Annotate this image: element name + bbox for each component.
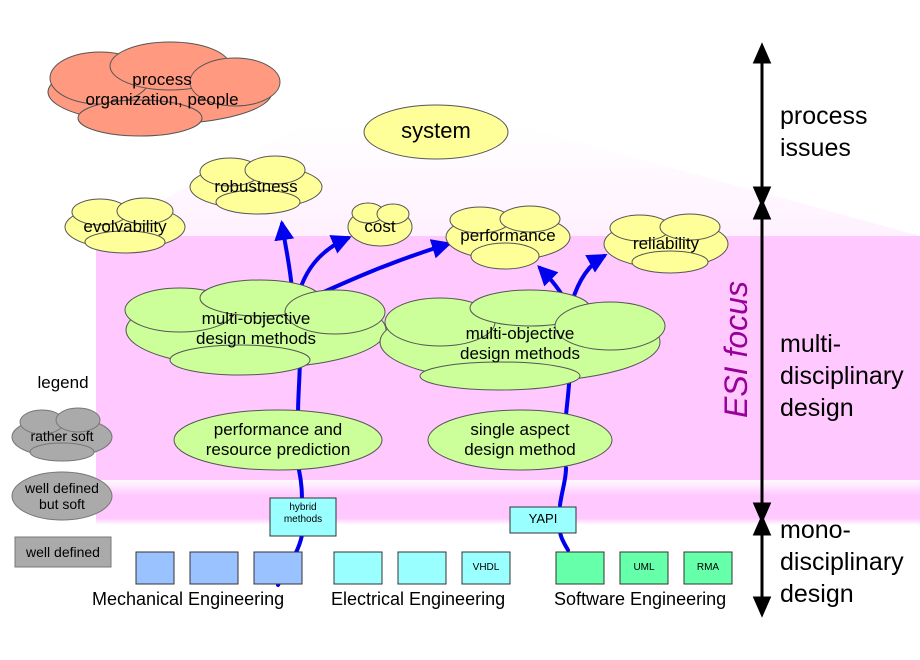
label-monodisciplinary-design: mono- disciplinary design	[780, 516, 904, 608]
legend-well-defined-box	[14, 536, 112, 568]
label-evolvability: evolvability	[83, 217, 167, 236]
label-performance: performance	[460, 226, 556, 245]
legend-label-well-defined: well defined	[26, 544, 100, 560]
arrow-head-multi-up	[752, 198, 772, 220]
cloud-cost	[347, 202, 413, 247]
box-vhdl	[461, 551, 511, 585]
label-vhdl: VHDL	[472, 562, 500, 573]
cloud-moo-left	[124, 279, 387, 376]
label-single-aspect: single aspect design method	[464, 420, 576, 459]
legend-rather-soft-cloud	[11, 407, 113, 462]
cloud-reliability	[603, 213, 729, 274]
box-soft-1	[555, 551, 605, 585]
label-rma: RMA	[696, 562, 720, 573]
box-uml	[619, 551, 669, 585]
label-multidisciplinary-design: multi- disciplinary design	[780, 330, 904, 422]
label-mechanical-engineering: Mechanical Engineering	[92, 589, 285, 609]
label-process-org: process organization, people	[85, 70, 239, 109]
label-electrical-engineering: Electrical Engineering	[331, 589, 506, 609]
cloud-performance	[445, 205, 571, 270]
box-hybrid-methods	[269, 497, 337, 537]
arrow-head-multi-down	[752, 502, 772, 524]
label-cost: cost	[364, 217, 396, 236]
box-mech-3	[253, 551, 303, 585]
cloud-process-org	[47, 41, 281, 137]
line-yapi-to-single	[558, 466, 568, 507]
box-mech-1	[135, 551, 175, 585]
arrow-head-mono-up	[752, 514, 772, 536]
box-rma	[683, 551, 733, 585]
label-moo-right: multi-objective design methods	[459, 324, 581, 363]
arrow-head-process-down	[752, 186, 772, 208]
box-elec-1	[333, 551, 383, 585]
label-robustness: robustness	[214, 177, 298, 196]
label-moo-left: multi-objective design methods	[195, 309, 317, 348]
label-perf-resource: performance and resource prediction	[205, 420, 351, 459]
region-bottom-fade	[96, 480, 920, 525]
label-hybrid-methods: hybrid methods	[283, 502, 323, 525]
label-esi-focus: ESI focus	[718, 281, 754, 418]
label-system: system	[401, 118, 471, 143]
box-yapi	[509, 506, 577, 534]
cloud-robustness	[189, 155, 323, 215]
label-yapi: YAPI	[528, 511, 558, 526]
cloud-single-aspect	[427, 409, 613, 471]
legend-title: legend	[37, 373, 89, 392]
label-uml: UML	[633, 562, 655, 573]
cloud-perf-resource	[173, 409, 383, 471]
arrow-head-process-up	[752, 42, 772, 64]
cloud-moo-right	[379, 289, 666, 391]
legend-label-rather-soft: rather soft	[30, 428, 94, 444]
legend-label-well-defined-soft: well defined but soft	[25, 480, 99, 513]
label-reliability: reliability	[632, 234, 700, 253]
label-process-issues: process issues	[780, 102, 868, 162]
box-mech-2	[189, 551, 239, 585]
box-elec-2	[397, 551, 447, 585]
legend-well-defined-soft-ellipse	[11, 471, 113, 521]
cloud-system	[363, 104, 509, 160]
label-software-engineering: Software Engineering	[554, 589, 727, 609]
cloud-evolvability	[64, 197, 186, 254]
arrow-head-mono-down	[752, 596, 772, 618]
